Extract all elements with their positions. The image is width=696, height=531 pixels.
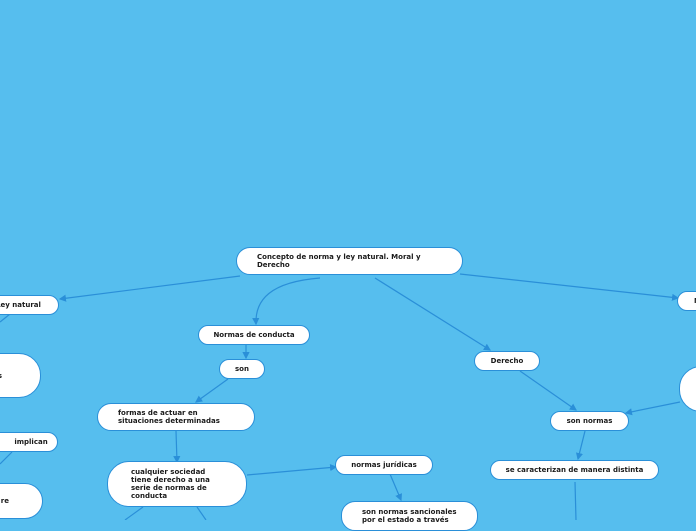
edge-cualquier-down-right [196,506,207,520]
implican-label: implican [14,438,48,446]
edge-cualquier-juridicas [246,463,338,476]
formas-actuar-label: formas de actuar en situaciones determin… [118,409,220,425]
left-round-node-1[interactable]: s [0,353,41,398]
edge-root-right [459,273,680,301]
edge-cualquier-down-left [124,506,144,520]
right-partial-label: N [694,297,696,305]
son-label: son [235,365,249,373]
son-node[interactable]: son [219,359,265,379]
root-node-label: Concepto de norma y ley natural. Moral y… [257,253,421,269]
edge-juridicas-sancionales [389,473,402,502]
edge-derecho-sonnormas [519,370,577,411]
left-round-label-2: re [0,497,9,505]
right-partial-node[interactable]: N [677,291,696,311]
edge-leynatural-down [0,313,11,323]
root-node[interactable]: Concepto de norma y ley natural. Moral y… [236,247,463,275]
son-normas-label: son normas [566,417,613,425]
edge-sonnormas-caracterizan [575,430,586,461]
connector-lines [0,273,681,520]
derecho-node[interactable]: Derecho [474,351,540,371]
edge-implican-down [0,451,13,465]
caracterizan-node[interactable]: se caracterizan de manera distinta [490,460,659,480]
sancionales-label: son normas sancionales por el estado a t… [362,508,457,524]
ley-natural-label: Ley natural [0,301,41,309]
edge-root-derecho [374,277,492,351]
edge-formas-cualquier [173,430,181,464]
normas-conducta-node[interactable]: Normas de conducta [198,325,310,345]
implican-node[interactable]: implican [0,432,58,452]
edge-son-formas [195,378,229,403]
left-round-label-1: s [0,372,2,380]
formas-actuar-node[interactable]: formas de actuar en situaciones determin… [97,403,255,431]
normas-conducta-label: Normas de conducta [213,331,295,339]
edge-rightround-sonnormas [624,401,681,416]
normas-juridicas-label: normas jurídicas [351,461,417,469]
son-normas-node[interactable]: son normas [550,411,629,431]
normas-juridicas-node[interactable]: normas jurídicas [335,455,433,475]
ley-natural-node[interactable]: Ley natural [0,295,59,315]
cualquier-sociedad-node[interactable]: cualquier sociedad tiene derecho a una s… [107,461,247,507]
sancionales-node[interactable]: son normas sancionales por el estado a t… [341,501,478,531]
left-round-node-2[interactable]: re [0,483,43,519]
cualquier-sociedad-label: cualquier sociedad tiene derecho a una s… [131,468,210,500]
edge-root-normas [252,277,321,326]
derecho-label: Derecho [490,357,524,365]
caracterizan-label: se caracterizan de manera distinta [505,466,644,474]
edge-caracterizan-down [574,481,577,520]
edge-root-leynatural [58,275,241,302]
